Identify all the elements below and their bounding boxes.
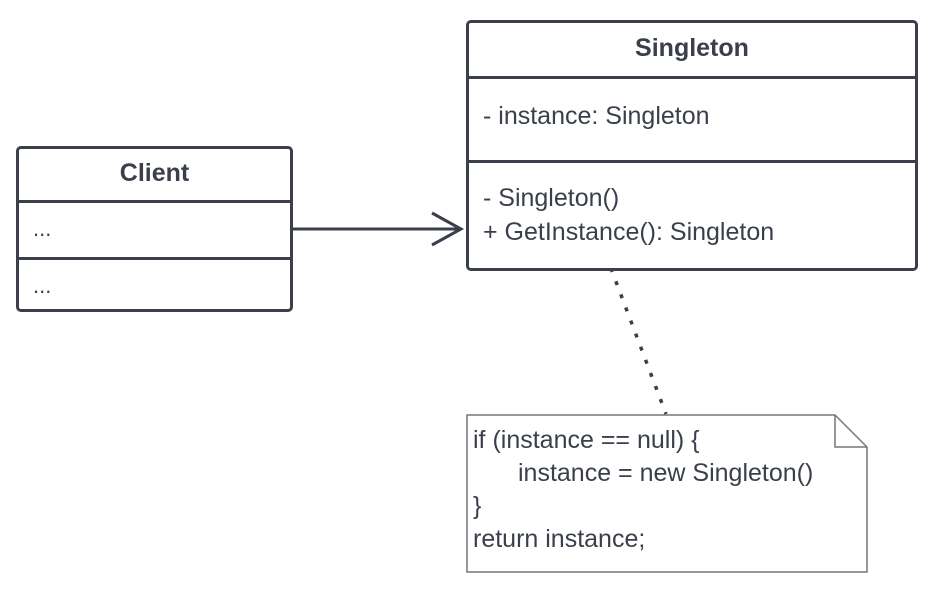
singleton-operation-constructor: - Singleton() bbox=[483, 184, 620, 212]
note-code-text: if (instance == null) { instance = new S… bbox=[473, 424, 813, 556]
singleton-class-box[interactable]: Singleton - instance: Singleton - Single… bbox=[466, 20, 918, 271]
singleton-operations: - Singleton() + GetInstance(): Singleton bbox=[469, 160, 915, 249]
singleton-attributes: - instance: Singleton bbox=[469, 79, 915, 160]
association-arrowhead bbox=[431, 211, 465, 247]
note-line: if (instance == null) { bbox=[473, 426, 700, 454]
singleton-operation-getinstance: + GetInstance(): Singleton bbox=[483, 218, 775, 246]
note-shape bbox=[466, 414, 868, 573]
client-class-name: Client bbox=[19, 149, 290, 203]
client-class-box[interactable]: Client ... ... bbox=[16, 146, 293, 312]
client-operations: ... bbox=[19, 257, 290, 309]
note-line: return instance; bbox=[473, 525, 646, 553]
singleton-attribute-instance: - instance: Singleton bbox=[483, 102, 710, 130]
client-attributes: ... bbox=[33, 216, 52, 241]
note-line: instance = new Singleton() bbox=[518, 459, 814, 487]
singleton-class-name: Singleton bbox=[469, 23, 915, 79]
note-line: } bbox=[473, 492, 482, 520]
code-note[interactable]: if (instance == null) { instance = new S… bbox=[466, 414, 868, 573]
